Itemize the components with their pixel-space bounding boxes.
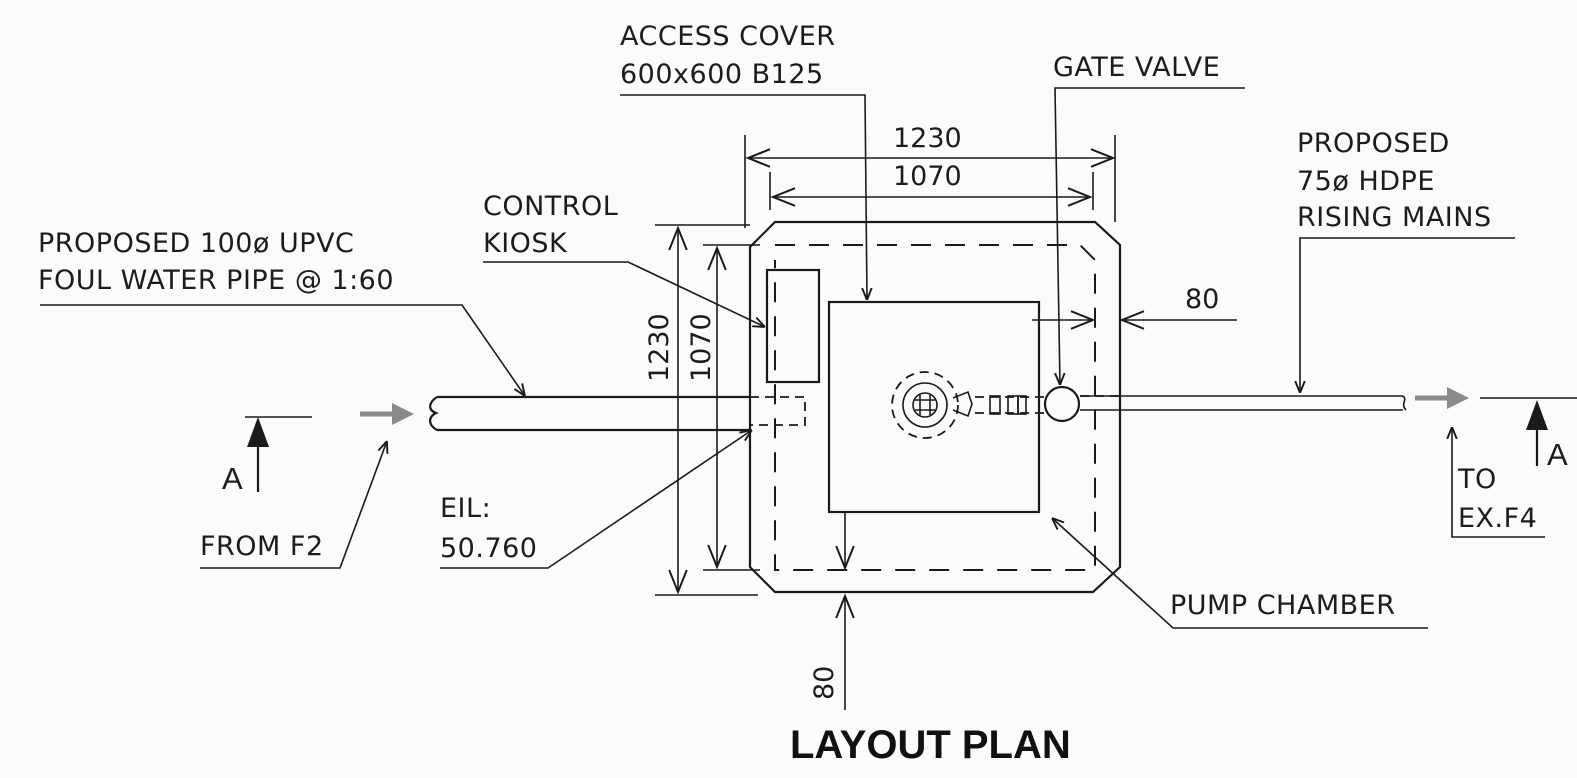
- dim-outer-width: [744, 135, 1116, 228]
- label-foul-1: PROPOSED 100ø UPVC: [38, 228, 354, 259]
- leader-rising-mains: [1300, 237, 1515, 393]
- label-to-1: TO: [1457, 464, 1497, 495]
- leader-control-kiosk: [483, 261, 765, 327]
- dim-inner-width: [769, 172, 1094, 210]
- label-gate-valve: GATE VALVE: [1053, 52, 1220, 83]
- pump-assembly: [891, 371, 1045, 439]
- gate-valve: [1043, 385, 1081, 423]
- section-label-right: A: [1547, 437, 1568, 472]
- label-pump-chamber: PUMP CHAMBER: [1170, 590, 1395, 621]
- dim-wall-right-text: 80: [1185, 284, 1219, 315]
- leader-foul-pipe: [40, 304, 525, 396]
- leader-eil: [440, 430, 752, 569]
- label-to-2: EX.F4: [1458, 503, 1537, 534]
- flow-arrow-in: [360, 403, 414, 425]
- dim-outer-width-text: 1230: [893, 123, 962, 154]
- dim-outer-height: [655, 224, 758, 596]
- label-eil-2: 50.760: [440, 533, 537, 564]
- leader-pump-chamber: [1052, 518, 1428, 629]
- label-access-cover-1: ACCESS COVER: [620, 21, 836, 52]
- label-from-f2: FROM F2: [200, 531, 324, 562]
- section-label-left: A: [222, 461, 243, 496]
- section-marker-right: [1480, 397, 1577, 466]
- label-access-cover-2: 600x600 B125: [620, 59, 824, 90]
- label-rising-1: PROPOSED: [1297, 128, 1450, 159]
- leader-from-f2: [200, 441, 387, 569]
- dim-wall-bottom-text: 80: [809, 666, 840, 700]
- label-foul-2: FOUL WATER PIPE @ 1:60: [38, 265, 394, 296]
- drawing-title: LAYOUT PLAN: [790, 723, 1071, 767]
- dim-inner-height-text: 1070: [686, 313, 717, 382]
- flow-arrow-out: [1415, 387, 1469, 409]
- leader-gate-valve: [1055, 87, 1245, 385]
- dim-outer-height-text: 1230: [644, 313, 675, 382]
- dim-inner-width-text: 1070: [893, 161, 962, 192]
- label-kiosk-1: CONTROL: [483, 191, 618, 222]
- foul-water-pipe: [429, 395, 806, 432]
- rising-main-pipe: [1080, 395, 1407, 411]
- dim-inner-height: [703, 244, 760, 571]
- label-eil-1: EIL:: [440, 493, 491, 524]
- label-rising-3: RISING MAINS: [1297, 202, 1492, 233]
- access-cover: [827, 300, 1041, 514]
- leader-to-exf4: [1452, 427, 1545, 538]
- chamber-inner-wall: [774, 244, 1096, 571]
- label-kiosk-2: KIOSK: [483, 228, 568, 259]
- leader-access-cover: [620, 94, 867, 300]
- chamber-outer-wall: [748, 220, 1122, 594]
- section-marker-left: [245, 416, 312, 492]
- label-rising-2: 75ø HDPE: [1297, 166, 1435, 197]
